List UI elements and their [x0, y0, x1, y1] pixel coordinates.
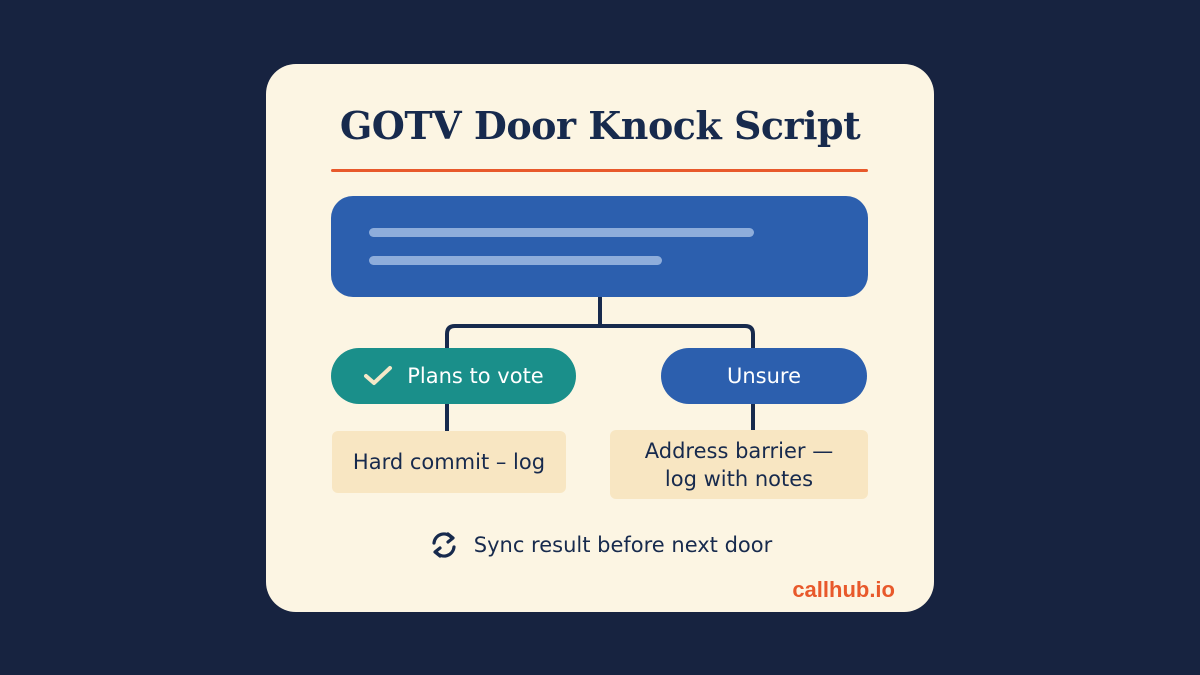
branch-unsure: Unsure — [661, 348, 867, 404]
branch-label: Unsure — [726, 364, 802, 388]
outcome-text-line-2: log with notes — [664, 466, 814, 491]
branch-label: Plans to vote — [407, 364, 544, 388]
check-icon — [363, 365, 393, 387]
title-underline — [331, 169, 868, 172]
placeholder-text-line — [369, 256, 662, 265]
sync-text: Sync result before next door — [473, 533, 773, 557]
brand-logo-text: callhub.io — [792, 577, 895, 602]
diagram-title: GOTV Door Knock Script — [339, 103, 861, 148]
outcome-text: Hard commit – log — [352, 450, 546, 474]
sync-note: Sync result before next door — [0, 527, 1200, 563]
branch-plans-to-vote: Plans to vote — [331, 348, 576, 404]
outcome-hard-commit: Hard commit – log — [332, 431, 566, 493]
placeholder-text-line — [369, 228, 754, 237]
outcome-text-line-1: Address barrier — — [644, 438, 834, 463]
sync-icon — [428, 529, 460, 561]
outcome-address-barrier: Address barrier — log with notes — [610, 430, 868, 499]
script-prompt-box — [331, 196, 868, 297]
